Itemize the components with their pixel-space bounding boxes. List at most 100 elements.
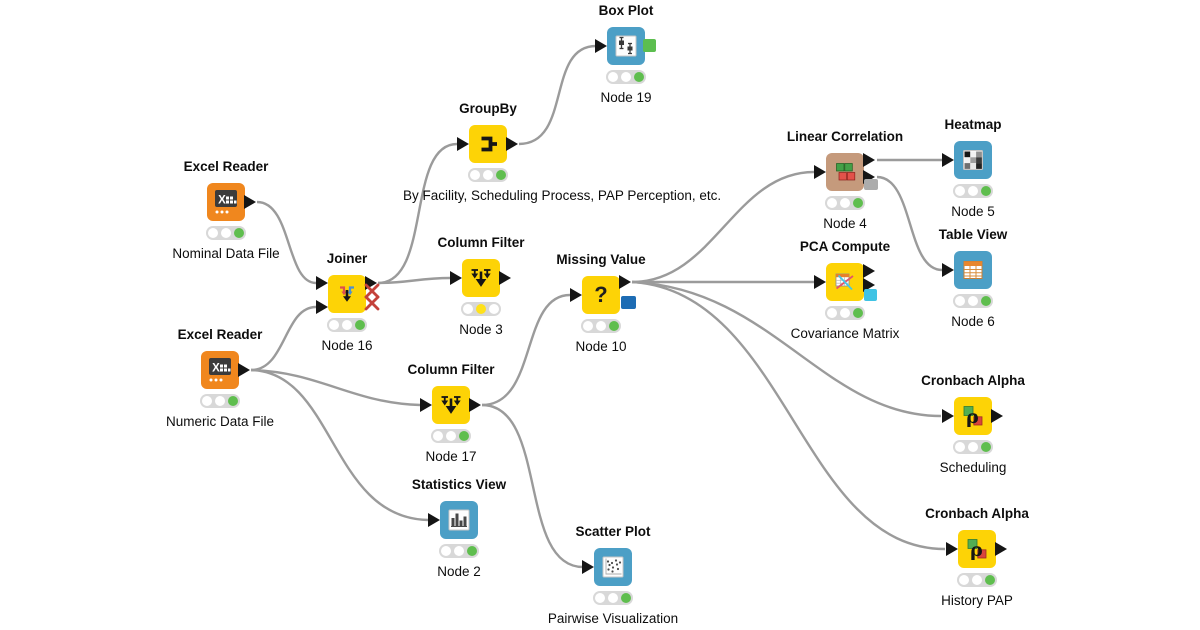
edge-column-filter-17-to-missing-value[interactable] [481,293,571,407]
output-port[interactable] [238,363,250,377]
column-filter-glyph [471,269,491,287]
edge-joiner-to-groupby[interactable] [377,142,458,285]
input-port[interactable] [942,263,954,277]
image-output-port[interactable] [643,39,656,52]
status-dot [634,72,644,82]
status-dot [596,321,606,331]
status-dot [981,442,991,452]
edge-missing-value-to-cronbach-history[interactable] [631,280,946,551]
output-port-correlation-matrix[interactable] [863,153,875,167]
pca-model-output-port[interactable] [864,289,877,301]
linear-correlation-icon[interactable] [814,153,878,191]
column-filter-glyph [441,396,461,414]
node-linear-correlation[interactable]: Linear Correlation Node 4 [760,128,930,233]
input-port[interactable] [428,513,440,527]
input-port[interactable] [570,288,582,302]
input-port[interactable] [946,542,958,556]
node-scatter-plot[interactable]: Scatter Plot Pairwise Visualization [528,523,698,628]
model-output-port[interactable] [864,179,878,190]
node-column-filter-17[interactable]: Column Filter Node 17 [366,361,536,466]
node-label: By Facility, Scheduling Process, PAP Per… [403,188,722,203]
heatmap-icon[interactable] [942,141,992,179]
status-dot [459,431,469,441]
scatter-plot-icon[interactable] [582,548,632,586]
status-dot [470,170,480,180]
output-port[interactable] [244,195,256,209]
edge-missing-value-to-linear-correlation[interactable] [631,170,815,284]
cronbach-glyph: ρ [967,539,987,561]
output-port[interactable] [506,137,518,151]
output-port-model[interactable] [863,264,875,278]
input-port[interactable] [814,165,826,179]
output-port[interactable] [619,275,631,289]
input-port[interactable] [450,271,462,285]
edge-column-filter-17-to-scatter-plot[interactable] [481,403,584,569]
column-filter-icon[interactable] [420,386,481,424]
edge-excel-numeric-to-statistics-view[interactable] [250,368,429,522]
input-port[interactable] [457,137,469,151]
edge-missing-value-to-cronbach-scheduling[interactable] [631,280,942,418]
missing-value-icon[interactable]: ? [570,275,636,314]
node-column-filter-3[interactable]: Column Filter Node 3 [396,234,566,339]
node-statistics-view[interactable]: Statistics View Node 2 [374,476,544,581]
status-dot [981,296,991,306]
pca-compute-icon[interactable] [814,263,877,301]
status-traffic-light [327,318,367,332]
joiner-glyph [340,286,354,302]
input-port-right-table[interactable] [316,300,328,314]
status-dot [433,431,443,441]
node-cronbach-alpha-history[interactable]: Cronbach Alpha ρ History PAP [892,505,1062,610]
edge-linear-correlation-to-table-view[interactable] [876,175,943,272]
node-box-plot[interactable]: Box Plot Node 19 [541,2,711,107]
node-joiner[interactable]: Joiner Node 16 [262,250,432,355]
node-title: Cronbach Alpha [925,506,1029,521]
edge-joiner-to-column-filter-3[interactable] [377,276,451,285]
edge-excel-nominal-to-joiner[interactable] [256,200,317,285]
cronbach-alpha-icon[interactable]: ρ [946,530,1007,568]
cronbach-alpha-icon[interactable]: ρ [942,397,1003,435]
joiner-icon[interactable] [316,275,380,314]
status-dot [972,575,982,585]
output-port[interactable] [499,271,511,285]
output-port[interactable] [469,398,481,412]
excel-reader-icon[interactable]: X [201,351,250,389]
node-label: Node 16 [321,338,373,353]
input-port[interactable] [582,560,594,574]
excel-reader-icon[interactable]: X [207,183,256,221]
pmml-output-port[interactable] [621,296,636,309]
statistics-view-icon[interactable] [428,501,478,539]
input-port[interactable] [420,398,432,412]
node-excel-reader-numeric[interactable]: Excel Reader X Numeric Data File [135,326,305,431]
correlation-squares-glyph [836,163,856,181]
column-filter-icon[interactable] [450,259,511,297]
box-plot-icon[interactable] [595,27,656,65]
output-port-spectral[interactable] [863,278,875,292]
node-heatmap[interactable]: Heatmap Node 5 [888,116,1058,221]
edge-excel-numeric-to-column-filter-17[interactable] [250,368,421,407]
edge-groupby-to-box-plot[interactable] [518,44,597,146]
table-view-icon[interactable] [942,251,992,289]
groupby-icon[interactable] [457,125,518,163]
status-dot [608,593,618,603]
node-excel-reader-nominal[interactable]: Excel Reader X Nominal Data File [141,158,311,263]
input-port[interactable] [814,275,826,289]
node-label: Numeric Data File [165,414,275,429]
node-pca-compute[interactable]: PCA Compute Covariance Matrix [760,238,930,343]
node-label: History PAP [941,593,1013,608]
status-traffic-light [953,294,993,308]
svg-text:ρ: ρ [970,539,983,561]
output-port[interactable] [991,409,1003,423]
status-dot [959,575,969,585]
input-port[interactable] [942,409,954,423]
input-port[interactable] [942,153,954,167]
node-cronbach-alpha-scheduling[interactable]: Cronbach Alpha ρ Scheduling [888,372,1058,477]
node-missing-value[interactable]: Missing Value ? Node 10 [516,251,686,356]
node-groupby[interactable]: GroupBy By Facility, Scheduling Process,… [403,100,722,205]
input-port[interactable] [595,39,607,53]
output-port[interactable] [995,542,1007,556]
edge-excel-numeric-to-joiner[interactable] [250,305,317,372]
node-table-view[interactable]: Table View Node 6 [888,226,1058,331]
input-port-left-table[interactable] [316,276,328,290]
node-title: Table View [938,227,1008,242]
